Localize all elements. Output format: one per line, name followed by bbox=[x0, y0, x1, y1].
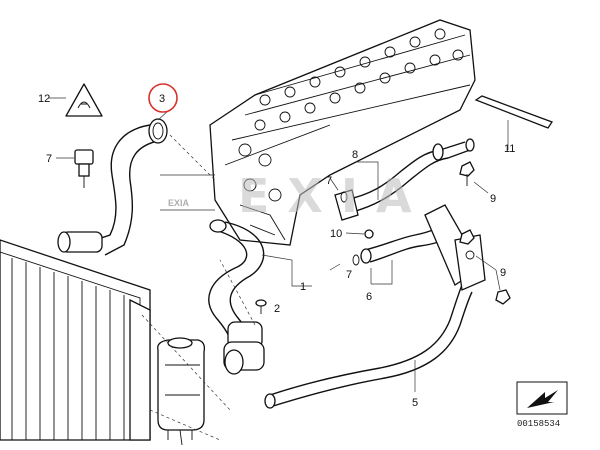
callout-5: 5 bbox=[412, 397, 418, 409]
screw-2 bbox=[255, 299, 267, 314]
warning-label bbox=[65, 83, 103, 117]
lower-hose bbox=[208, 219, 265, 375]
coolant-pipe bbox=[360, 204, 486, 291]
radiator bbox=[0, 239, 151, 441]
callout-3: 3 bbox=[159, 93, 165, 105]
cable-tie bbox=[474, 95, 553, 129]
callout-9-upper: 9 bbox=[490, 193, 496, 205]
callout-8: 8 bbox=[352, 149, 358, 161]
cylinder-head bbox=[209, 19, 476, 246]
highlight-circle bbox=[148, 83, 178, 113]
leader-lines bbox=[48, 97, 509, 392]
part-number: 00158534 bbox=[517, 419, 560, 429]
callout-10: 10 bbox=[330, 228, 342, 240]
watermark-text: EXIA bbox=[238, 169, 430, 223]
orientation-arrow-icon bbox=[516, 381, 568, 415]
callout-7-upper: 7 bbox=[326, 175, 332, 187]
seal-7 bbox=[340, 191, 360, 266]
seal-10 bbox=[364, 229, 374, 239]
bolt-9a bbox=[459, 161, 475, 186]
camshaft-bolts bbox=[238, 28, 464, 202]
callout-9-lower: 9 bbox=[500, 267, 506, 279]
bypass-pipe bbox=[264, 284, 473, 409]
callout-1: 1 bbox=[300, 281, 306, 293]
watermark: EXIA EXIA bbox=[160, 169, 430, 223]
callout-2: 2 bbox=[274, 303, 280, 315]
watermark-small-text: EXIA bbox=[168, 198, 190, 208]
bolt-9c bbox=[495, 289, 511, 305]
expansion-tank bbox=[157, 337, 206, 446]
upper-hose bbox=[57, 118, 168, 256]
callout-7-lower: 7 bbox=[346, 269, 352, 281]
callout-12: 12 bbox=[38, 93, 50, 105]
callout-4: 7 bbox=[46, 153, 52, 165]
bolt-9b bbox=[459, 229, 475, 245]
temperature-sensor bbox=[74, 149, 94, 188]
callout-6: 6 bbox=[366, 291, 372, 303]
callout-11: 11 bbox=[504, 143, 515, 155]
